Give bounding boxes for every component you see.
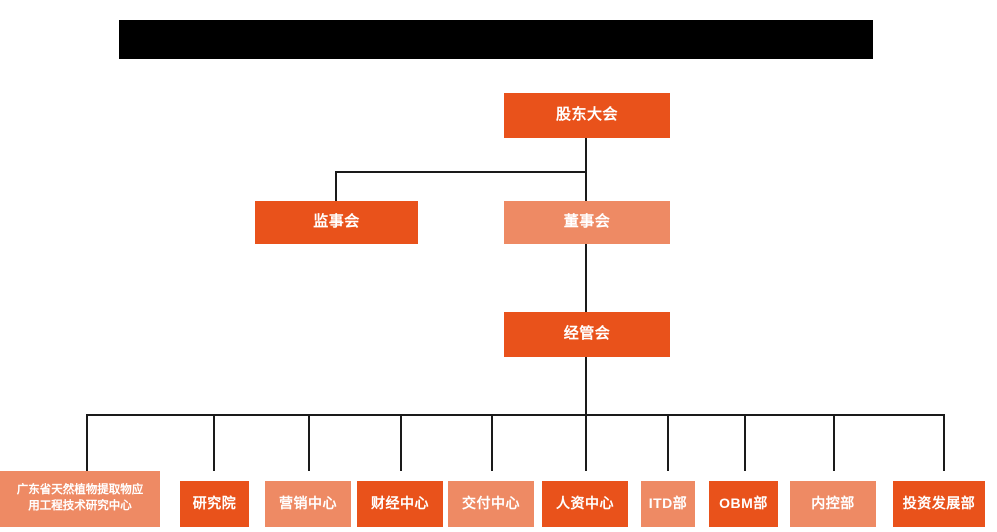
connector-drop-5 (491, 414, 493, 471)
node-shareholders-meeting[interactable]: 股东大会 (504, 93, 670, 138)
node-department-guangdong-research-center[interactable]: 广东省天然植物提取物应 用工程技术研究中心 (0, 471, 160, 527)
connector-drop-8 (744, 414, 746, 471)
node-department-finance-center[interactable]: 财经中心 (357, 481, 443, 527)
connector-level2-bar (335, 171, 587, 173)
connector-department-bus-bar (86, 414, 945, 416)
connector-drop-10 (943, 414, 945, 471)
node-department-hr-center[interactable]: 人资中心 (542, 481, 628, 527)
department-label-line-1: 广东省天然植物提取物应 (16, 484, 144, 497)
node-department-investment-development[interactable]: 投资发展部 (893, 481, 985, 527)
connector-to-board-of-directors (585, 171, 587, 201)
node-management-committee[interactable]: 经管会 (504, 312, 670, 357)
department-label-line-2: 用工程技术研究中心 (28, 500, 132, 512)
connector-management-down (585, 357, 587, 416)
node-supervisory-board[interactable]: 监事会 (255, 201, 418, 244)
redacted-title-banner (119, 20, 873, 59)
connector-drop-3 (308, 414, 310, 471)
node-department-research-institute[interactable]: 研究院 (180, 481, 249, 527)
node-department-itd[interactable]: ITD部 (641, 481, 695, 527)
connector-board-to-management (585, 244, 587, 312)
connector-drop-1 (86, 414, 88, 471)
node-department-marketing-center[interactable]: 营销中心 (265, 481, 351, 527)
node-department-internal-control[interactable]: 内控部 (790, 481, 876, 527)
connector-drop-6 (585, 414, 587, 471)
connector-shareholders-down (585, 138, 587, 172)
connector-drop-7 (667, 414, 669, 471)
connector-drop-2 (213, 414, 215, 471)
connector-drop-4 (400, 414, 402, 471)
node-board-of-directors[interactable]: 董事会 (504, 201, 670, 244)
node-department-obm[interactable]: OBM部 (709, 481, 778, 527)
node-department-delivery-center[interactable]: 交付中心 (448, 481, 534, 527)
connector-drop-9 (833, 414, 835, 471)
connector-to-supervisory-board (335, 171, 337, 201)
